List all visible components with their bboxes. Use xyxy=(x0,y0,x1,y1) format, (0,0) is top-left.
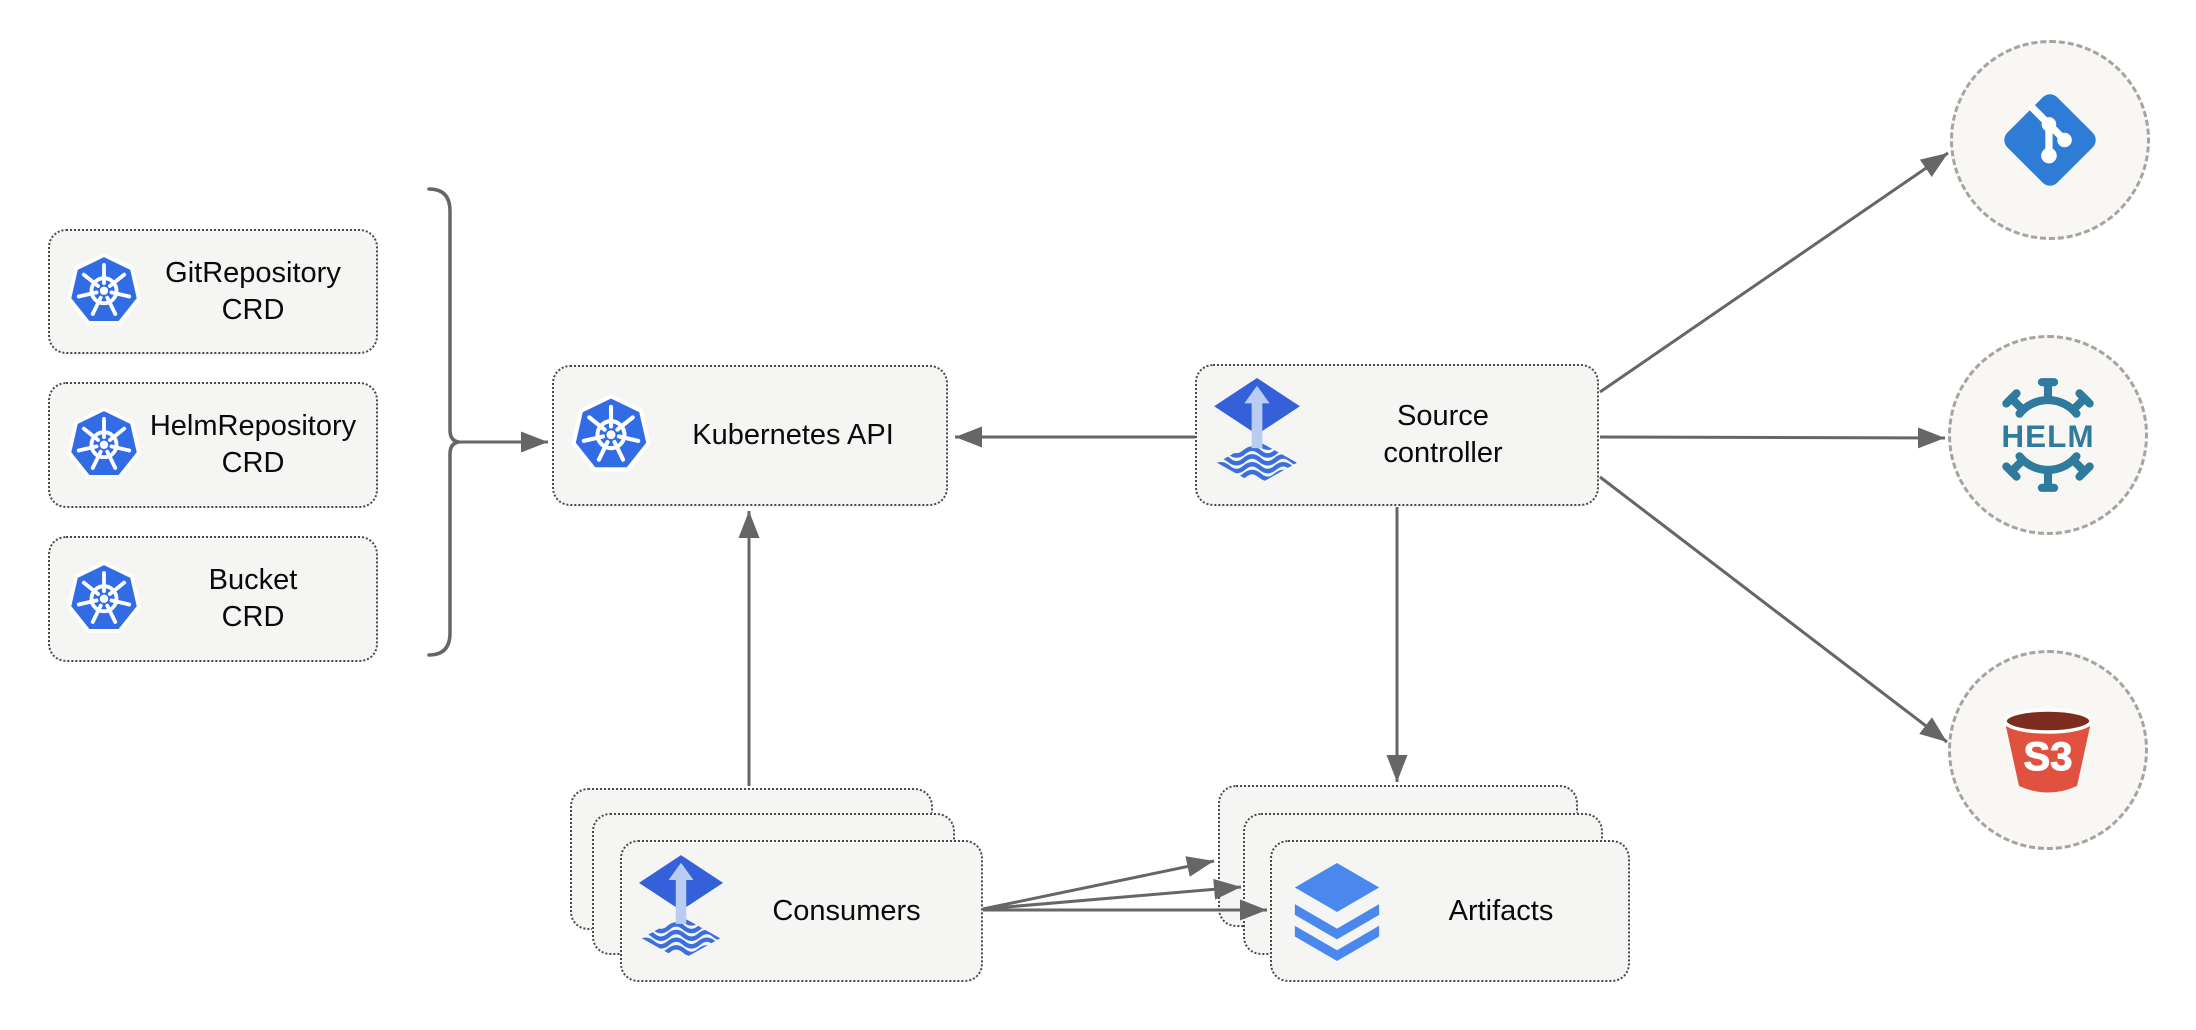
node-helmrepository-crd: HelmRepository CRD xyxy=(48,382,378,508)
kubernetes-api-label: Kubernetes API xyxy=(692,419,894,451)
flux-icon xyxy=(1213,378,1301,493)
label-line: CRD xyxy=(221,601,285,633)
kubernetes-icon xyxy=(570,393,652,478)
node-helm-source: HELM xyxy=(1948,335,2148,535)
arrow-source-to-git xyxy=(1599,151,1949,394)
node-gitrepository-crd: GitRepository CRD xyxy=(48,229,378,354)
layers-icon xyxy=(1294,862,1380,961)
node-consumers: Consumers xyxy=(620,840,983,982)
source-controller-label: Source controller xyxy=(1301,398,1585,472)
node-bucket-crd: Bucket CRD xyxy=(48,536,378,662)
node-kubernetes-api: Kubernetes API xyxy=(552,365,948,506)
helmrepository-crd-label: HelmRepository CRD xyxy=(142,408,364,482)
label-line: CRD xyxy=(221,293,285,326)
flux-icon xyxy=(638,855,724,968)
node-artifacts: Artifacts xyxy=(1270,840,1630,982)
label-line: CRD xyxy=(221,447,285,479)
node-git-source xyxy=(1950,40,2150,240)
bucket-crd-label: Bucket CRD xyxy=(142,562,364,636)
label-line: GitRepository xyxy=(165,256,341,289)
arrow-consumers-to-artifacts-1 xyxy=(982,856,1215,911)
arrow-source-to-s3 xyxy=(1599,475,1948,744)
label-line: Bucket xyxy=(208,564,298,596)
arrow-consumers-to-artifacts-2 xyxy=(982,878,1242,911)
s3-text: S3 xyxy=(2024,735,2073,779)
label-line: controller xyxy=(1383,437,1503,469)
kubernetes-icon xyxy=(67,253,141,325)
artifacts-label: Artifacts xyxy=(1448,894,1554,927)
kubernetes-icon xyxy=(67,406,141,479)
label-line: HelmRepository xyxy=(149,410,357,442)
consumers-label: Consumers xyxy=(772,894,921,927)
helm-icon: HELM xyxy=(2001,372,2109,498)
git-icon xyxy=(1998,88,2102,192)
s3-bucket-icon: S3 xyxy=(2003,707,2093,794)
node-s3-source: S3 xyxy=(1948,650,2148,850)
arrow-source-to-helm xyxy=(1599,427,1946,449)
gitrepository-crd-label: GitRepository CRD xyxy=(142,255,364,329)
node-source-controller: Source controller xyxy=(1195,364,1599,506)
label-line: Source xyxy=(1397,400,1489,432)
kubernetes-icon xyxy=(67,560,141,633)
crd-bracket xyxy=(427,187,460,657)
helm-text: HELM xyxy=(2001,418,2094,454)
